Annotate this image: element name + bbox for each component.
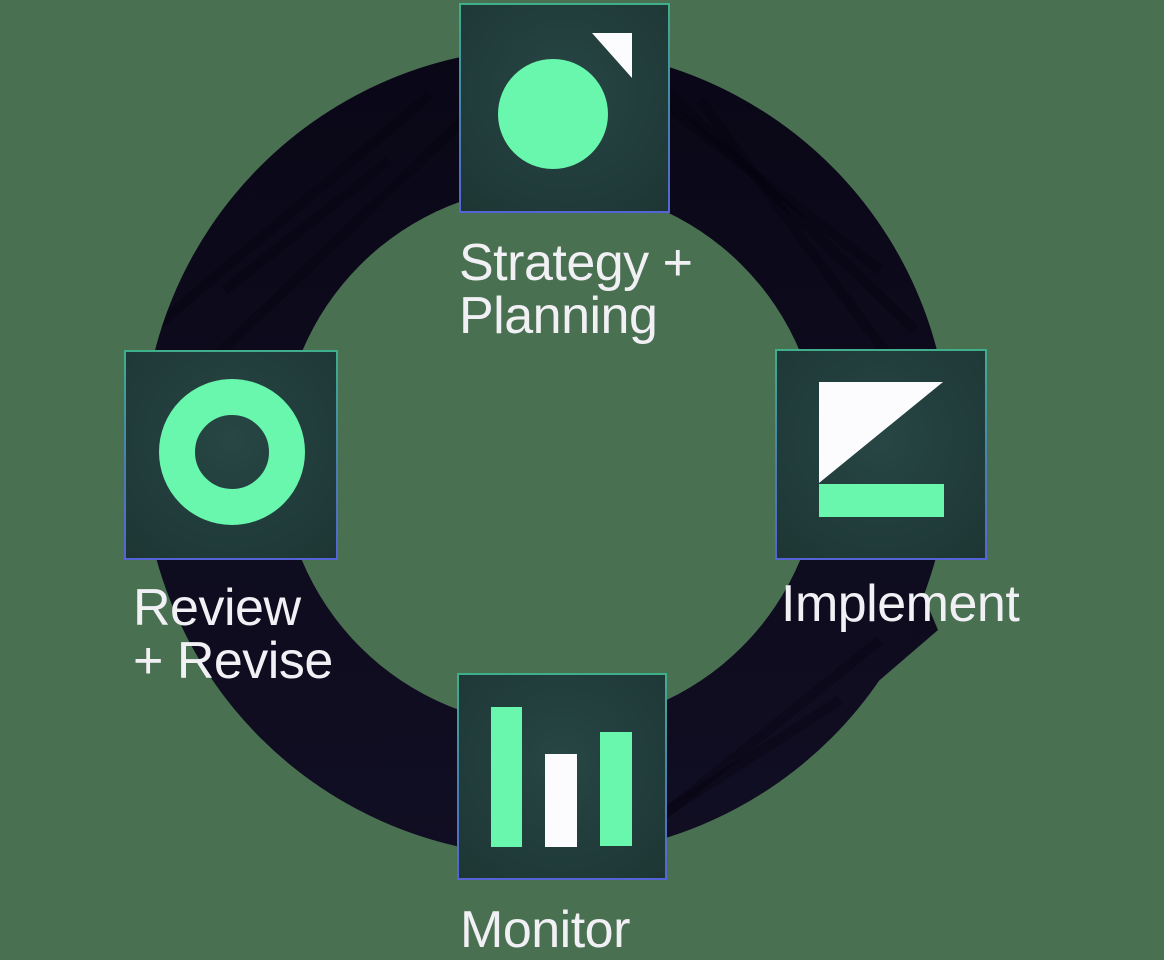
circle-with-corner-arrow-icon bbox=[498, 33, 632, 169]
stage-tile-monitor bbox=[457, 673, 667, 880]
stage-label-review-revise: Review + Revise bbox=[133, 579, 333, 690]
bar-chart-icon bbox=[491, 707, 632, 847]
stage-tile-strategy-planning bbox=[459, 3, 670, 213]
stage-tile-strategy-planning-face bbox=[461, 5, 668, 211]
stage-tile-monitor-face bbox=[459, 675, 665, 878]
stage-label-monitor: Monitor bbox=[460, 901, 630, 959]
stage-tile-implement-face bbox=[777, 351, 985, 558]
ring-body bbox=[141, 47, 951, 857]
donut-ring-icon bbox=[159, 379, 305, 525]
stage-tile-implement bbox=[775, 349, 987, 560]
triangle-over-bar-icon bbox=[819, 382, 944, 517]
stage-label-strategy-planning: Strategy + Planning bbox=[459, 234, 693, 345]
stage-tile-review-revise bbox=[124, 350, 338, 560]
stage-tile-review-revise-face bbox=[126, 352, 336, 558]
stage-label-implement: Implement bbox=[781, 575, 1020, 633]
